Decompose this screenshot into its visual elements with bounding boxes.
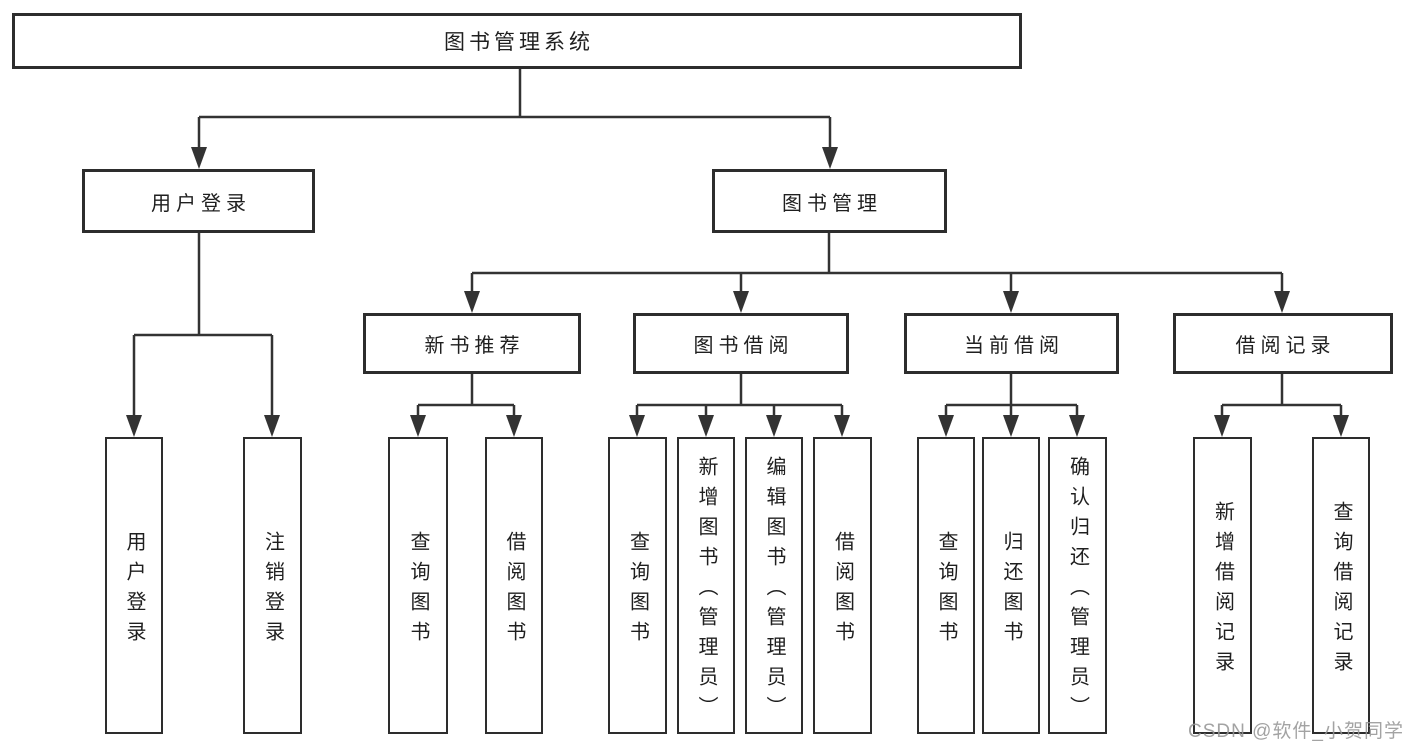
arrow-down-icon (834, 415, 850, 437)
node-label: 查询借阅记录 (1330, 500, 1352, 681)
node-label: 用户登录 (123, 530, 145, 651)
arrow-down-icon (629, 415, 645, 437)
connector-new-book-rec (416, 374, 516, 417)
node-label: 借阅记录 (1235, 335, 1336, 357)
leaf-borrow-book-1: 借阅图书 (485, 437, 543, 734)
node-label: 图书借阅 (693, 335, 794, 357)
node-label: 查询图书 (935, 530, 957, 651)
node-label: 注销登录 (261, 530, 284, 651)
node-label: 图书管理系统 (444, 31, 594, 54)
node-label: 图书管理 (782, 192, 882, 215)
node-label: 新书推荐 (424, 335, 525, 357)
leaf-logout: 注销登录 (243, 437, 302, 734)
connector-borrow-record (1220, 374, 1343, 417)
arrow-down-icon (126, 415, 142, 437)
arrow-down-icon (191, 147, 207, 169)
arrow-down-icon (1333, 415, 1349, 437)
arrow-down-icon (698, 415, 714, 437)
node-label: 新增图书（管理员） (695, 455, 717, 726)
node-label: 编辑图书（管理员） (763, 455, 785, 726)
leaf-add-book-admin: 新增图书（管理员） (677, 437, 735, 734)
node-root-system: 图书管理系统 (12, 13, 1022, 69)
connector-book-borrow (635, 374, 844, 417)
arrow-down-icon (1069, 415, 1085, 437)
node-label: 用户登录 (151, 192, 251, 215)
arrow-down-icon (410, 415, 426, 437)
node-borrow-record: 借阅记录 (1173, 313, 1393, 374)
node-label: 新增借阅记录 (1211, 500, 1234, 681)
arrow-down-icon (938, 415, 954, 437)
node-label: 确认归还（管理员） (1066, 455, 1089, 726)
connector-root (197, 68, 832, 149)
node-book-management: 图书管理 (712, 169, 947, 233)
csdn-watermark: CSDN @软件_小贺同学 (1188, 721, 1404, 742)
arrow-down-icon (822, 147, 838, 169)
arrow-down-icon (506, 415, 522, 437)
arrow-down-icon (766, 415, 782, 437)
node-book-borrow: 图书借阅 (633, 313, 849, 374)
arrow-down-icon (733, 291, 749, 313)
node-new-book-recommend: 新书推荐 (363, 313, 581, 374)
node-label: 借阅图书 (831, 530, 854, 651)
leaf-query-book-1: 查询图书 (388, 437, 448, 734)
leaf-add-borrow-record: 新增借阅记录 (1193, 437, 1252, 734)
arrow-down-icon (1214, 415, 1230, 437)
connector-book-mgmt (470, 233, 1284, 293)
node-label: 当前借阅 (964, 335, 1064, 357)
arrow-down-icon (1274, 291, 1290, 313)
node-current-borrow: 当前借阅 (904, 313, 1119, 374)
node-label: 查询图书 (626, 530, 649, 651)
leaf-query-book-3: 查询图书 (917, 437, 975, 734)
node-label: 查询图书 (407, 530, 429, 651)
arrow-down-icon (264, 415, 280, 437)
leaf-borrow-book-2: 借阅图书 (813, 437, 872, 734)
leaf-query-book-2: 查询图书 (608, 437, 667, 734)
leaf-edit-book-admin: 编辑图书（管理员） (745, 437, 803, 734)
connector-user-login (132, 233, 274, 417)
connector-current-borrow (944, 374, 1079, 417)
node-label: 借阅图书 (503, 530, 525, 651)
arrow-down-icon (1003, 291, 1019, 313)
leaf-return-book: 归还图书 (982, 437, 1040, 734)
leaf-query-borrow-record: 查询借阅记录 (1312, 437, 1370, 734)
arrow-down-icon (464, 291, 480, 313)
node-user-login: 用户登录 (82, 169, 315, 233)
node-label: 归还图书 (1000, 530, 1022, 651)
arrow-down-icon (1003, 415, 1019, 437)
leaf-confirm-return-admin: 确认归还（管理员） (1048, 437, 1107, 734)
leaf-user-login: 用户登录 (105, 437, 163, 734)
